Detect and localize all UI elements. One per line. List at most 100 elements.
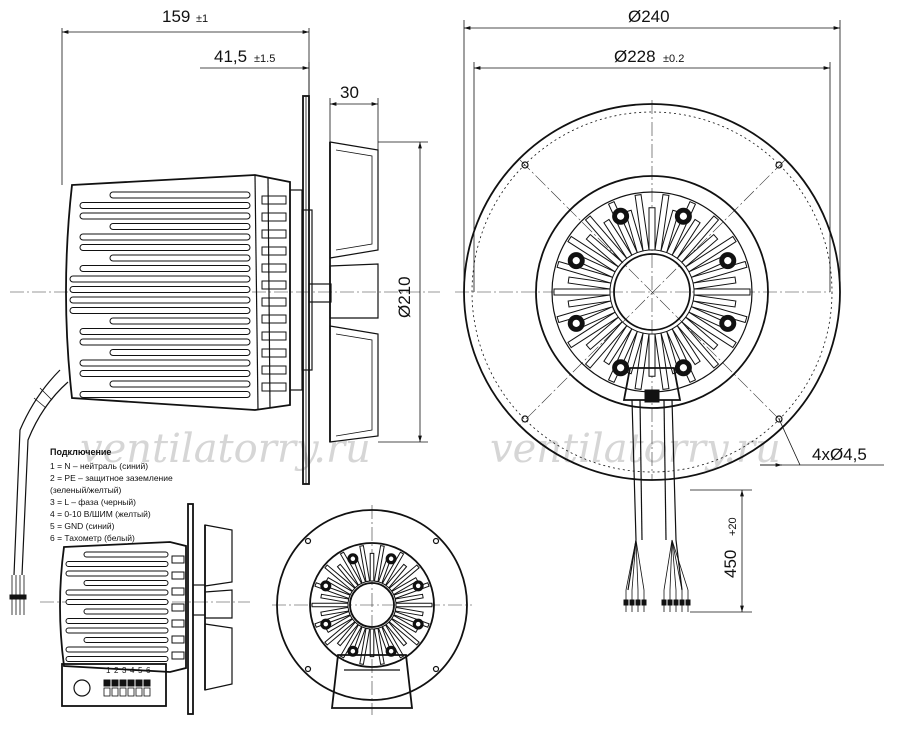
wire (671, 539, 677, 591)
hub-screw-head (388, 648, 394, 654)
small-motor-fins (65, 551, 185, 662)
hub-spoke (585, 233, 623, 268)
motor-fins (69, 191, 287, 398)
small-motor-fin (83, 580, 169, 586)
motor-rib (261, 365, 287, 375)
hub-spoke (373, 545, 385, 583)
hub-screw-head (323, 621, 329, 627)
hub-spoke (394, 606, 424, 617)
hub-spoke (324, 618, 356, 646)
dim-overall-length: 159 ±1 (61, 7, 310, 185)
small-hole-tl (304, 537, 312, 545)
hub-spoke (648, 207, 656, 251)
wire-ferrule (673, 599, 679, 606)
terminal-num-3: 3 (122, 666, 127, 675)
motor-fin (79, 391, 251, 398)
motor-fin (69, 296, 251, 304)
motor-rib (261, 246, 287, 256)
legend-line-4: 3 = L – фаза (черный) (50, 497, 136, 507)
motor-fin (79, 244, 251, 251)
hub-spoke (336, 563, 359, 589)
wire-ferrule (685, 599, 691, 606)
mount-hole-bl (521, 415, 529, 423)
hub-spoke (381, 551, 405, 586)
front-wires (623, 539, 691, 612)
hub-spoke (654, 332, 670, 390)
hub-screw-head (415, 583, 421, 589)
motor-rib (261, 212, 287, 222)
hub-spoke (692, 294, 737, 308)
small-motor-fin (83, 637, 169, 643)
dim-30: 30 (340, 83, 359, 102)
legend-line-3: (зеленый/желтый) (50, 485, 122, 495)
legend-line-5: 4 = 0-10 В/ШИМ (желтый) (50, 509, 151, 519)
small-motor-fin (65, 656, 169, 662)
small-hole-bl (304, 665, 312, 673)
hub-spoke (369, 552, 375, 582)
hub-screw-head (415, 621, 421, 627)
hub-spokes (553, 194, 751, 390)
mount-hole-tr (775, 161, 783, 169)
front-view (455, 100, 841, 612)
hub-spoke (671, 325, 701, 366)
small-motor-rib (171, 603, 185, 612)
terminal-slot (103, 679, 111, 687)
wire (671, 539, 689, 591)
side-view (9, 95, 440, 615)
motor-fin (109, 223, 251, 230)
hub-spoke (394, 593, 424, 604)
hub-screw-head (350, 556, 356, 562)
hub-spoke (388, 618, 420, 646)
hub-spoke (339, 624, 363, 659)
wire (669, 539, 673, 591)
small-motor-rib (171, 555, 185, 564)
hub-spoke (311, 602, 349, 608)
mount-hole-tl (521, 161, 529, 169)
dim-bolt-circle: Ø228 ±0.2 (473, 47, 831, 292)
terminal-num-6: 6 (146, 666, 151, 675)
dim-450-tol: +20 (727, 517, 739, 536)
hub-spoke (553, 288, 611, 296)
small-motor-fin (65, 627, 169, 634)
hub-spoke (395, 602, 433, 608)
hub-spoke (324, 564, 356, 592)
small-motor-fin (83, 551, 169, 558)
hub-spoke (654, 194, 670, 252)
connection-legend: Подключение 1 = N – нейтраль (синий) 2 =… (50, 447, 173, 543)
small-motor-fin (65, 646, 169, 653)
dim-d240: Ø240 (628, 7, 670, 26)
hub-screw-head (388, 556, 394, 562)
hub-spoke (660, 209, 680, 254)
terminal-clamp (135, 687, 143, 697)
hub-spoke (567, 311, 619, 349)
small-motor-rib (171, 635, 185, 644)
motor-rib (261, 382, 287, 392)
watermark-left: ventilatorry.ru (80, 426, 371, 472)
hub-spoke (676, 321, 720, 369)
terminal-clamp (143, 687, 151, 697)
hub-spoke (676, 215, 720, 263)
wire (631, 539, 637, 591)
small-motor-rib (171, 571, 185, 580)
hub-spoke (685, 235, 737, 273)
hub-screw-head (572, 319, 580, 327)
hub-screw-head (679, 364, 687, 372)
small-motor-rib (171, 651, 185, 660)
dim-mount-holes: 4xØ4,5 (760, 418, 884, 467)
small-motor-fin (65, 561, 169, 567)
legend-line-6: 5 = GND (синий) (50, 521, 115, 531)
motor-rib (261, 280, 287, 290)
small-hole-br (432, 665, 440, 673)
terminal-slot (111, 679, 119, 687)
wire-ferrule (629, 599, 635, 606)
dim-impeller-diameter: Ø210 (378, 141, 428, 443)
motor-fin (79, 328, 251, 335)
wire-ferrule (661, 599, 667, 606)
motor-fin (69, 307, 251, 314)
small-motor-fin (65, 599, 169, 605)
terminal-num-1: 1 (106, 666, 111, 675)
motor-fin (79, 370, 251, 377)
motor-rib (261, 348, 287, 358)
motor-fin (79, 359, 251, 367)
